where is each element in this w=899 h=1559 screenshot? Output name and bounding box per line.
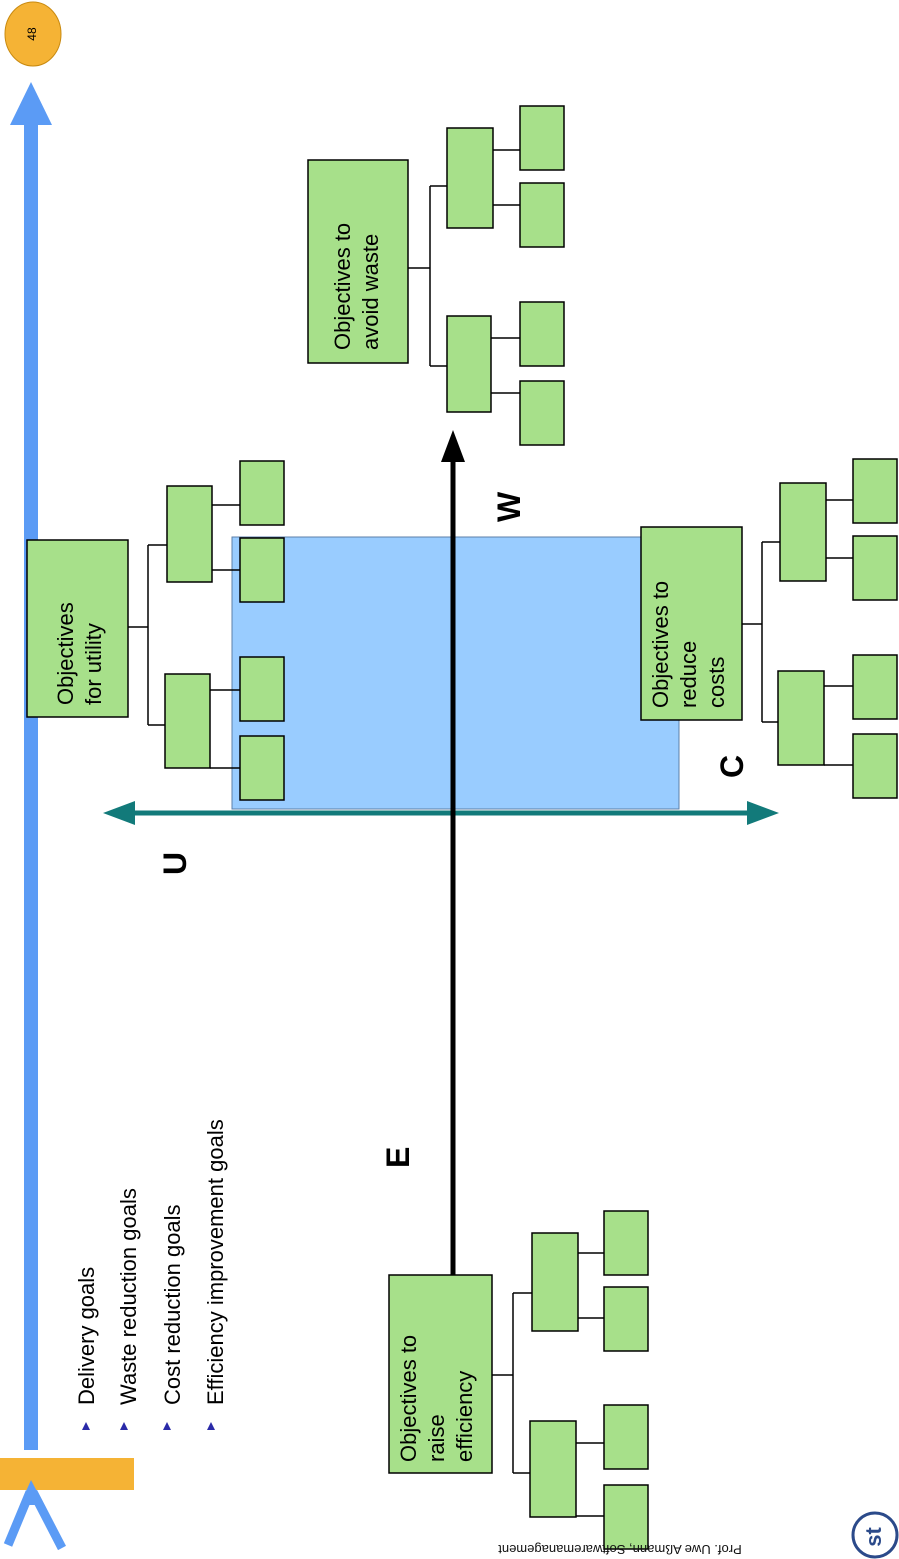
objective-label-costs: Objectives to reduce costs bbox=[648, 581, 729, 708]
tu-logo-icon: st bbox=[851, 1511, 899, 1559]
sub-objective-node bbox=[603, 1286, 649, 1352]
tree-costs bbox=[742, 499, 853, 766]
svg-text:for utility: for utility bbox=[81, 623, 106, 705]
timeline-arrow bbox=[10, 82, 52, 1450]
objective-label-waste: Objectives to avoid waste bbox=[330, 223, 383, 350]
tree-waste bbox=[408, 149, 520, 394]
axis-u-c bbox=[103, 801, 779, 825]
objective-node-costs bbox=[640, 526, 743, 721]
sub-objective-node bbox=[239, 735, 285, 801]
logo-text: st bbox=[861, 1527, 886, 1547]
sub-nodes-utility bbox=[164, 460, 285, 801]
sub-objective-node bbox=[164, 673, 211, 769]
timeline-base-bar bbox=[0, 1458, 134, 1490]
sub-objective-node bbox=[166, 485, 213, 583]
bullet-marker-icon bbox=[207, 1422, 215, 1430]
sub-objective-node bbox=[239, 460, 285, 526]
svg-text:Objectives: Objectives bbox=[53, 602, 78, 705]
sub-objective-node bbox=[852, 535, 898, 601]
sub-objective-node bbox=[852, 733, 898, 799]
svg-text:costs: costs bbox=[704, 657, 729, 708]
sub-objective-node bbox=[531, 1232, 579, 1332]
sub-objective-node bbox=[603, 1404, 649, 1470]
page-number: 48 bbox=[25, 27, 39, 41]
sub-objective-node bbox=[852, 458, 898, 524]
timeline-origin-arrows bbox=[3, 1480, 66, 1551]
page-number-badge: 48 bbox=[4, 1, 62, 67]
bullet-marker-icon bbox=[120, 1422, 128, 1430]
sub-objective-node bbox=[777, 670, 825, 766]
footer-author: Prof. Uwe Aßmann, Softwaremanagement bbox=[498, 1542, 742, 1557]
sub-nodes-costs bbox=[777, 458, 898, 799]
bullet-item-cost: Cost reduction goals bbox=[160, 1204, 185, 1405]
sub-objective-node bbox=[519, 301, 565, 367]
bullet-marker-icon bbox=[82, 1422, 90, 1430]
sub-objective-node bbox=[446, 127, 494, 229]
tree-efficiency bbox=[492, 1252, 604, 1517]
sub-objective-node bbox=[446, 315, 492, 413]
svg-text:Objectives to: Objectives to bbox=[330, 223, 355, 350]
sub-objective-node bbox=[519, 380, 565, 446]
sub-objective-node bbox=[603, 1484, 649, 1550]
bullet-item-delivery: Delivery goals bbox=[74, 1267, 99, 1405]
sub-objective-node bbox=[519, 182, 565, 248]
sub-objective-node bbox=[529, 1420, 577, 1518]
sub-objective-node bbox=[779, 482, 827, 582]
tree-utility bbox=[128, 504, 240, 769]
svg-text:Objectives to: Objectives to bbox=[648, 581, 673, 708]
svg-text:Objectives to: Objectives to bbox=[396, 1335, 421, 1462]
sub-objective-node bbox=[852, 654, 898, 720]
sub-nodes-waste bbox=[446, 105, 565, 446]
sub-nodes-efficiency bbox=[529, 1210, 649, 1550]
sub-objective-node bbox=[239, 537, 285, 603]
svg-text:avoid waste: avoid waste bbox=[358, 234, 383, 350]
objective-node-efficiency bbox=[388, 1274, 493, 1474]
bullet-marker-icon bbox=[163, 1422, 171, 1430]
objective-node-waste bbox=[307, 159, 409, 364]
axis-label-u: U bbox=[157, 852, 193, 875]
sub-objective-node bbox=[519, 105, 565, 171]
sub-objective-node bbox=[603, 1210, 649, 1276]
svg-text:raise: raise bbox=[424, 1414, 449, 1462]
sub-objective-node bbox=[239, 656, 285, 722]
objective-label-efficiency: Objectives to raise efficiency bbox=[396, 1335, 477, 1462]
objective-node-utility bbox=[26, 539, 129, 718]
bullet-item-efficiency: Efficiency improvement goals bbox=[203, 1119, 228, 1405]
svg-text:reduce: reduce bbox=[676, 641, 701, 708]
bullet-item-waste: Waste reduction goals bbox=[116, 1188, 141, 1405]
svg-text:efficiency: efficiency bbox=[452, 1371, 477, 1462]
axis-label-c: C bbox=[714, 755, 750, 778]
objective-label-utility: Objectives for utility bbox=[53, 602, 106, 705]
axis-label-e: E bbox=[380, 1147, 416, 1168]
bullet-list: Delivery goals Waste reduction goals Cos… bbox=[74, 1119, 228, 1430]
axis-label-w: W bbox=[491, 491, 527, 522]
